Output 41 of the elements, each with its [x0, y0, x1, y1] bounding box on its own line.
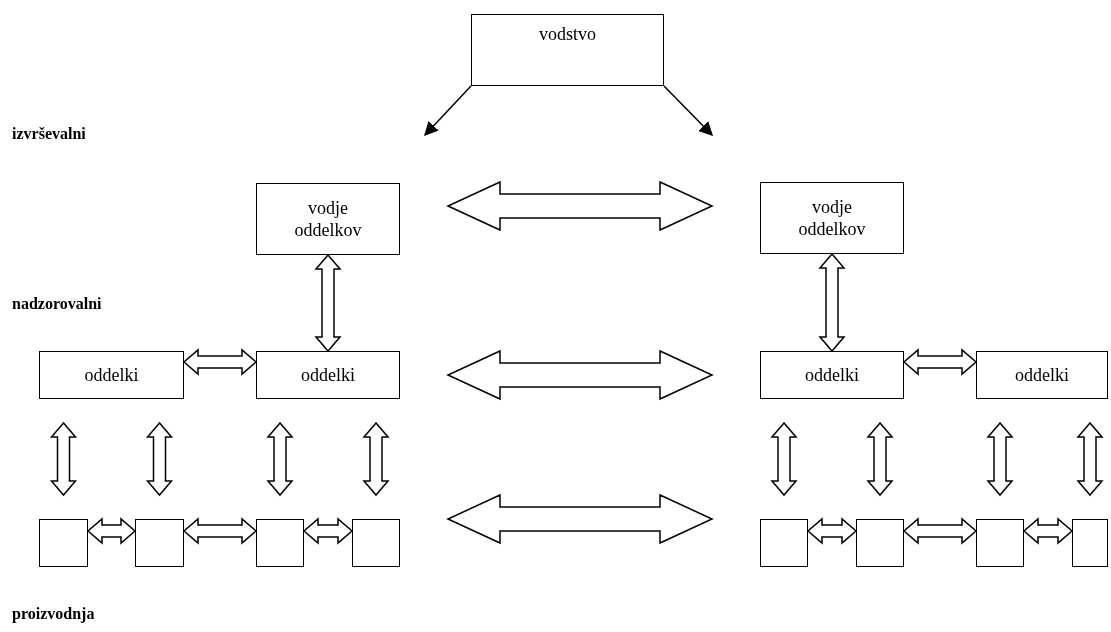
block-arrow [446, 493, 714, 545]
level-label: izvrševalni [12, 124, 86, 144]
empty-box [352, 519, 400, 567]
block-arrow [986, 421, 1014, 497]
block-arrow [314, 253, 342, 353]
empty-box [39, 519, 88, 567]
process-box: vodje oddelkov [760, 182, 904, 254]
block-arrow [866, 421, 894, 497]
block-arrow [1022, 517, 1074, 545]
level-label: proizvodnja [12, 604, 95, 624]
process-box: oddelki [976, 351, 1108, 399]
block-arrow [1076, 421, 1104, 497]
block-arrow [446, 180, 714, 232]
block-arrow [49, 421, 78, 497]
empty-box [760, 519, 808, 567]
block-arrow [266, 421, 294, 497]
process-box: oddelki [256, 351, 400, 399]
process-box: oddelki [39, 351, 184, 399]
empty-box [1072, 519, 1108, 567]
arrow [424, 85, 472, 136]
block-arrow [182, 348, 258, 376]
block-arrow [362, 421, 390, 497]
block-arrow [446, 349, 714, 401]
block-arrow [86, 517, 137, 545]
arrow [663, 85, 713, 136]
block-arrow [902, 348, 978, 376]
process-box: vodje oddelkov [256, 183, 400, 255]
block-arrow [818, 252, 846, 353]
block-arrow [302, 517, 354, 545]
block-arrow [770, 421, 798, 497]
level-label: nadzorovalni [12, 294, 102, 314]
process-box: oddelki [760, 351, 904, 399]
block-arrow [806, 517, 858, 545]
empty-box [976, 519, 1024, 567]
block-arrow [145, 421, 174, 497]
empty-box [856, 519, 904, 567]
block-arrow [902, 517, 978, 545]
block-arrow [182, 517, 258, 545]
process-box: vodstvo [471, 14, 664, 86]
empty-box [256, 519, 304, 567]
empty-box [135, 519, 184, 567]
